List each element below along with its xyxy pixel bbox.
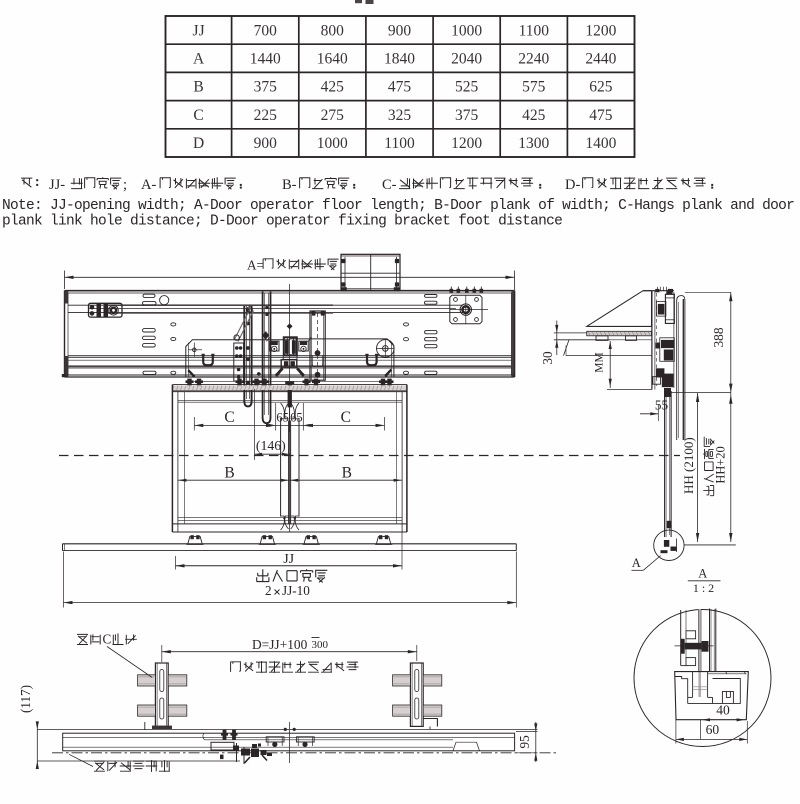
svg-text:A-: A- [141,177,156,193]
svg-text:625: 625 [589,79,613,96]
svg-text:425: 425 [321,79,345,96]
svg-text:388: 388 [711,327,726,347]
svg-text:C-: C- [382,177,397,193]
svg-text:575: 575 [522,79,546,96]
svg-text:1400: 1400 [585,135,616,152]
svg-text:700: 700 [254,22,278,39]
svg-text:2040: 2040 [451,51,482,68]
svg-text:60: 60 [706,722,720,737]
svg-text:HH (2100): HH (2100) [681,437,696,494]
svg-text:325: 325 [388,107,412,124]
svg-text:1640: 1640 [317,51,348,68]
svg-text:A: A [632,556,641,570]
svg-text:1100: 1100 [519,22,550,39]
svg-text:C: C [193,107,203,124]
svg-text:JJ-: JJ- [49,177,65,193]
svg-text:2240: 2240 [518,51,549,68]
svg-text:65: 65 [290,410,303,424]
svg-text:225: 225 [254,107,278,124]
svg-text:1 : 2: 1 : 2 [693,581,714,595]
svg-text:C: C [224,409,234,426]
svg-text:B: B [342,465,352,482]
svg-text:A: A [193,51,205,68]
svg-text:D: D [193,135,204,152]
svg-text:plank link hole distance; D-Do: plank link hole distance; D-Door operato… [2,214,562,230]
svg-text:JJ: JJ [283,552,294,567]
svg-text:C: C [103,631,112,646]
svg-text:525: 525 [455,79,479,96]
svg-text:65: 65 [276,410,289,424]
svg-text:30: 30 [540,351,555,365]
svg-text:1200: 1200 [585,22,616,39]
svg-text:1000: 1000 [317,135,348,152]
svg-text:900: 900 [388,22,412,39]
svg-text:375: 375 [254,79,278,96]
svg-text:800: 800 [321,22,345,39]
svg-text:Note: JJ-opening width; A-Door: Note: JJ-opening width; A-Door operator … [2,198,794,214]
svg-text:;: ; [123,177,127,193]
svg-text:55: 55 [655,398,669,413]
svg-text:900: 900 [254,135,278,152]
svg-text:2: 2 [265,583,272,598]
svg-text:1000: 1000 [451,22,482,39]
svg-text:JJ-10: JJ-10 [282,583,310,598]
svg-text:(117): (117) [18,685,33,713]
svg-text:1840: 1840 [384,51,415,68]
svg-text:2440: 2440 [585,51,616,68]
svg-text:HH+20: HH+20 [714,446,728,483]
svg-text:1440: 1440 [250,51,281,68]
svg-text:300: 300 [312,639,329,651]
svg-text:MM: MM [594,352,606,372]
svg-text:(146): (146) [256,438,286,454]
svg-text:375: 375 [455,107,479,124]
svg-text:1100: 1100 [384,135,415,152]
svg-text:A: A [698,567,707,581]
svg-text:JJ: JJ [193,22,205,39]
svg-text:B: B [193,79,203,96]
svg-text:95: 95 [517,735,532,749]
svg-text:40: 40 [716,703,730,718]
svg-text:1200: 1200 [451,135,482,152]
svg-text:A=: A= [247,258,264,273]
svg-text:B-: B- [282,177,297,193]
svg-text:275: 275 [321,107,345,124]
svg-text:D-: D- [565,177,580,193]
svg-text:B: B [224,465,234,482]
svg-text:425: 425 [522,107,546,124]
svg-text:475: 475 [589,107,613,124]
svg-text:1300: 1300 [518,135,549,152]
svg-text:D=JJ+100: D=JJ+100 [252,637,308,652]
svg-text:C: C [341,409,351,426]
svg-text:475: 475 [388,79,412,96]
